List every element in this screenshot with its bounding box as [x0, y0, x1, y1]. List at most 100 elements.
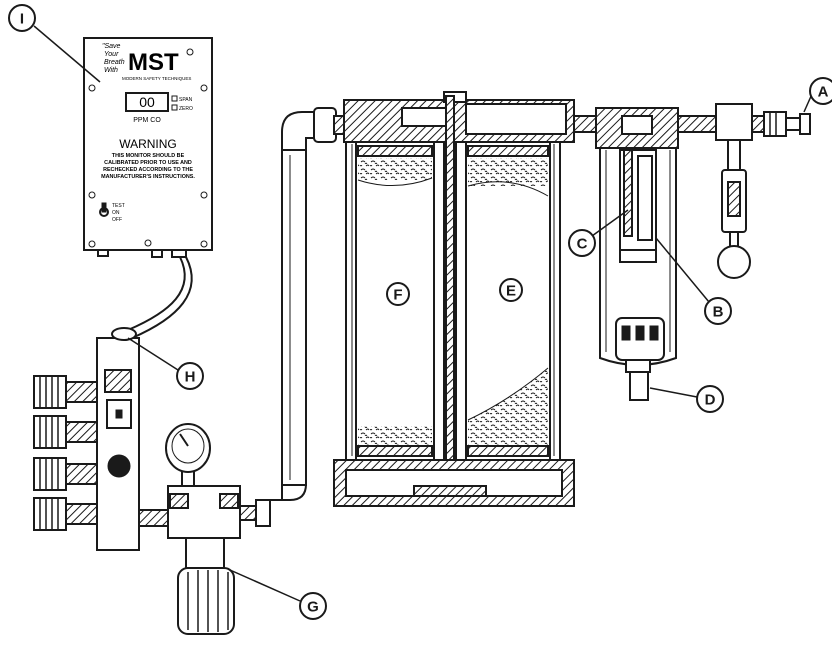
quick-disconnect-coupler[interactable]	[33, 415, 98, 449]
hose-clamp	[111, 327, 137, 341]
pipe-union	[255, 499, 271, 527]
test-on-off-switch[interactable]	[99, 202, 109, 217]
warning-text: RECHECKED ACCORDING TO THE	[103, 167, 193, 173]
base-plate	[413, 485, 487, 497]
threaded-nipple	[751, 115, 765, 133]
switch-test-label: TEST	[112, 203, 125, 209]
threaded-nipple	[677, 115, 717, 133]
drop-pipe	[727, 139, 741, 171]
callout-c	[568, 229, 596, 257]
quick-disconnect-coupler[interactable]	[33, 457, 98, 491]
callout-leader	[33, 25, 101, 83]
callout-g	[299, 592, 327, 620]
monitor-screw	[88, 84, 96, 92]
coupler-nipple	[65, 503, 98, 525]
canister-wall	[345, 141, 357, 461]
media-surface	[357, 177, 433, 187]
knob-grip	[187, 570, 229, 632]
drain-slot	[621, 325, 631, 341]
callout-f-label: F	[393, 287, 402, 304]
coupler-body[interactable]	[33, 375, 67, 409]
center-tie-rod	[445, 95, 455, 497]
bottom-filter-pad	[467, 445, 549, 457]
vertical-pipe	[281, 149, 307, 486]
warning-text: THIS MONITOR SHOULD BE	[112, 153, 185, 159]
pipe-union	[313, 107, 337, 143]
callout-a-label: A	[818, 84, 829, 101]
callout-a	[809, 77, 832, 105]
coupler-plug[interactable]	[785, 117, 801, 131]
coupler-grip	[39, 498, 59, 530]
slogan-line: Breath	[104, 59, 125, 66]
zero-label: ZERO	[179, 106, 193, 112]
manifold-plug	[107, 454, 131, 478]
element-tube	[623, 149, 633, 237]
sight-glass-window	[727, 181, 741, 217]
drain-valve[interactable]	[629, 371, 649, 401]
gauge-face	[171, 428, 205, 464]
cap-channel	[401, 107, 451, 127]
regulator-port	[169, 493, 189, 509]
media-upper	[468, 158, 548, 186]
registered-mark-icon	[186, 48, 194, 56]
quick-disconnect-coupler[interactable]	[33, 497, 98, 531]
unit-label: PPM CO	[133, 117, 161, 124]
slogan-line: With	[104, 67, 118, 74]
pressure-gauge	[165, 423, 211, 473]
sensor-hose	[131, 256, 193, 339]
span-label: SPAN	[179, 97, 193, 103]
media-surface	[467, 181, 549, 197]
regulator-port	[219, 493, 239, 509]
ball-valve-handle[interactable]	[717, 231, 751, 279]
filter-head-port	[621, 115, 653, 135]
top-filter-pad	[467, 145, 549, 157]
regulator-bonnet	[185, 537, 225, 569]
coupler-nipple	[65, 421, 98, 443]
threaded-nipple	[573, 115, 599, 133]
top-filter-pad	[357, 145, 433, 157]
threaded-nipple	[138, 509, 172, 527]
inlet-coupler[interactable]	[763, 111, 811, 137]
callout-leader	[591, 209, 629, 237]
callout-leader	[655, 237, 710, 303]
coupler-body[interactable]	[33, 497, 67, 531]
canister-wall	[549, 141, 561, 461]
cap-chamber	[465, 103, 567, 135]
callout-leader	[127, 337, 179, 371]
zero-button[interactable]	[171, 104, 178, 111]
warning-text: MANUFACTURER'S INSTRUCTIONS.	[101, 174, 195, 180]
coupler-body[interactable]	[33, 457, 67, 491]
desiccant-media	[358, 426, 432, 446]
drain-stem[interactable]	[629, 371, 649, 401]
slogan-line: "Save	[102, 43, 121, 50]
sensor-port	[151, 249, 163, 258]
coupler-nut[interactable]	[763, 111, 787, 137]
regulator-adjustment-knob[interactable]	[177, 567, 235, 635]
knob-body[interactable]	[177, 567, 235, 635]
pressure-regulator	[165, 423, 241, 635]
quick-disconnect-coupler[interactable]	[33, 375, 98, 409]
callout-h-label: H	[185, 369, 196, 386]
callout-leader	[229, 569, 301, 602]
coupler-grip	[39, 458, 59, 490]
gauge-needle-icon	[179, 433, 189, 447]
sensor-hose	[127, 256, 186, 331]
monitor-screw	[88, 191, 96, 199]
display-value: 00	[139, 94, 155, 110]
center-wall	[455, 141, 467, 461]
ball-handle-icon[interactable]	[717, 245, 751, 279]
inlet-assembly	[715, 103, 811, 279]
drain-slot	[649, 325, 659, 341]
plug-collar[interactable]	[799, 113, 811, 135]
callout-b-label: B	[713, 304, 724, 321]
callout-e-label: E	[506, 283, 516, 300]
span-button[interactable]	[171, 95, 178, 102]
coupler-grip	[39, 416, 59, 448]
toggle-lever-icon[interactable]	[101, 202, 107, 213]
callout-leader	[649, 387, 698, 398]
manifold-section	[104, 369, 132, 393]
media-surface	[467, 367, 549, 421]
coupler-body[interactable]	[33, 415, 67, 449]
company-name: MODERN SAFETY TECHNIQUES	[122, 76, 191, 81]
